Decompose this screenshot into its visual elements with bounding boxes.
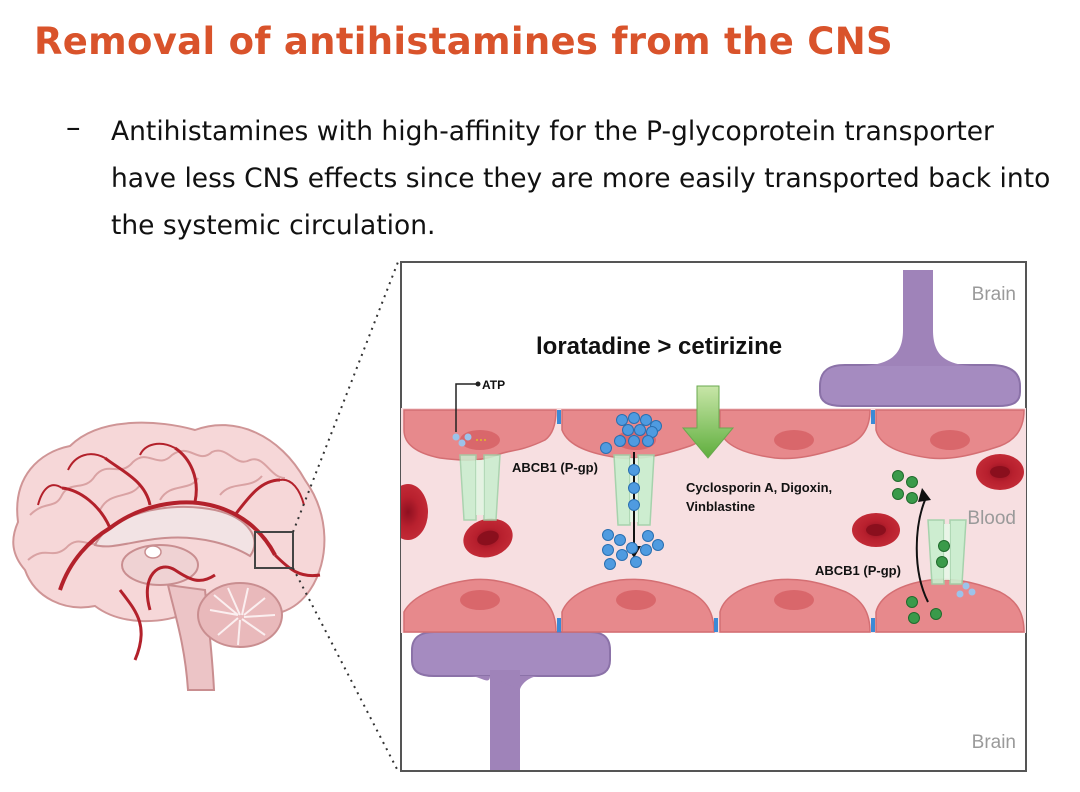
zoom-line-bottom [292,567,399,772]
substrate-dot [640,414,652,426]
bullet-text: Antihistamines with high-affinity for th… [111,116,1051,241]
label-brain-top: Brain [972,284,1016,305]
slide-title: Removal of antihistamines from the CNS [34,20,893,63]
substrate-dot [892,488,904,500]
astrocyte-foot-top [819,270,1021,407]
substrate-dot [616,549,628,561]
endothelium-bottom [403,578,1025,633]
substrate-dot [642,530,654,542]
label-blood: Blood [967,508,1016,529]
label-brain-bottom: Brain [972,732,1016,753]
substrate-dot [602,544,614,556]
substrate-dot [628,499,640,511]
substrate-dot [908,612,920,624]
red-blood-cells [401,454,1024,558]
substrate-dot [936,556,948,568]
label-substrates-1: Cyclosporin A, Digoxin, [686,480,832,495]
substrate-dot [906,476,918,488]
brain-illustration [12,421,326,691]
diagram-headline: loratadine > cetirizine [536,333,782,360]
zoom-panel: Brain loratadine > cetirizine ATP ABCB1 … [400,261,1027,772]
label-transporter-right: ABCB1 (P-gp) [815,563,901,578]
label-transporter-left: ABCB1 (P-gp) [512,460,598,475]
substrate-dot [628,464,640,476]
label-substrates-2: Vinblastine [686,499,755,514]
zoom-line-top [292,261,399,533]
green-down-arrow [681,385,735,459]
label-atp: ATP [482,378,505,392]
substrate-dot [628,482,640,494]
p-gp-transporter-right [915,488,976,603]
substrate-dot [614,435,626,447]
substrate-dot [630,556,642,568]
substrate-dot [906,492,918,504]
astrocyte-foot-bottom [411,631,611,770]
substrate-dot [622,424,634,436]
endothelium-top [403,409,1025,461]
substrate-dot [906,596,918,608]
substrate-dot [616,414,628,426]
substrate-dot [600,442,612,454]
substrate-dot [626,542,638,554]
substrate-dot [602,529,614,541]
substrate-dot [634,424,646,436]
substrate-dot [640,544,652,556]
substrate-dot [930,608,942,620]
substrate-dot [642,435,654,447]
substrate-dot [652,539,664,551]
substrate-dot [614,534,626,546]
p-gp-transporter-left [452,381,501,521]
substrate-dot [938,540,950,552]
bullet-marker: – [66,110,81,144]
substrate-dot [892,470,904,482]
substrate-dot [604,558,616,570]
substrate-molecules [600,412,950,624]
zoom-region [254,531,294,569]
substrate-dot [628,412,640,424]
substrate-dot [628,435,640,447]
